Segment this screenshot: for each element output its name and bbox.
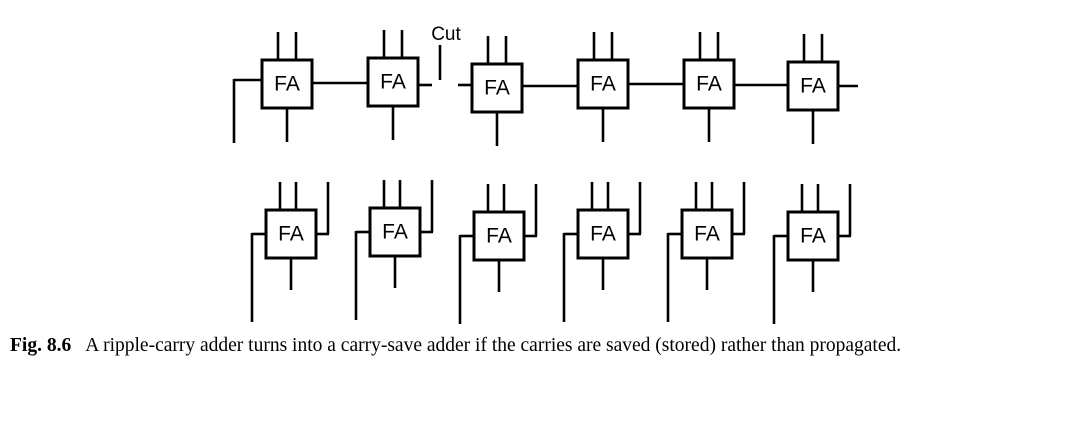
full-adder-box xyxy=(786,210,840,262)
full-adder-cell: FA xyxy=(260,32,314,142)
cut-marker: Cut xyxy=(431,24,461,80)
full-adder-box xyxy=(682,58,736,110)
full-adder-cell: FA xyxy=(562,182,642,322)
full-adder-label: FA xyxy=(800,75,826,98)
full-adder-cell: FA xyxy=(354,180,434,320)
full-adder-label: FA xyxy=(382,221,408,244)
full-adder-label: FA xyxy=(484,77,510,100)
carry-save-adder-row: FA FA FA FA FA FA xyxy=(250,180,852,324)
full-adder-cell: FA xyxy=(458,184,538,324)
full-adder-box xyxy=(472,210,526,262)
full-adder-label: FA xyxy=(694,223,720,246)
ripple-carry-adder-row: FA FA FA FA FA FA xyxy=(232,30,858,146)
full-adder-box xyxy=(260,58,314,110)
caption-text: A ripple-carry adder turns into a carry-… xyxy=(85,335,902,356)
cut-label: Cut xyxy=(431,24,461,45)
figure-number: Fig. 8.6 xyxy=(10,335,72,356)
full-adder-label: FA xyxy=(274,73,300,96)
full-adder-cell: FA xyxy=(666,182,746,322)
full-adder-label: FA xyxy=(696,73,722,96)
full-adder-cell: FA xyxy=(576,32,630,142)
full-adder-cell: FA xyxy=(470,36,524,146)
full-adder-label: FA xyxy=(590,73,616,96)
full-adder-label: FA xyxy=(278,223,304,246)
figure-caption: Fig. 8.6 A ripple-carry adder turns into … xyxy=(10,330,1070,361)
full-adder-label: FA xyxy=(380,71,406,94)
full-adder-box xyxy=(576,58,630,110)
full-adder-cell: FA xyxy=(366,30,420,140)
full-adder-box xyxy=(470,62,524,114)
full-adder-cell: FA xyxy=(250,182,330,322)
full-adder-box xyxy=(680,208,734,260)
full-adder-box xyxy=(264,208,318,260)
full-adder-label: FA xyxy=(486,225,512,248)
full-adder-label: FA xyxy=(590,223,616,246)
full-adder-label: FA xyxy=(800,225,826,248)
full-adder-cell: FA xyxy=(682,32,736,142)
full-adder-cell: FA xyxy=(772,184,852,324)
full-adder-box xyxy=(576,208,630,260)
full-adder-cell: FA xyxy=(786,34,840,144)
full-adder-box xyxy=(368,206,422,258)
